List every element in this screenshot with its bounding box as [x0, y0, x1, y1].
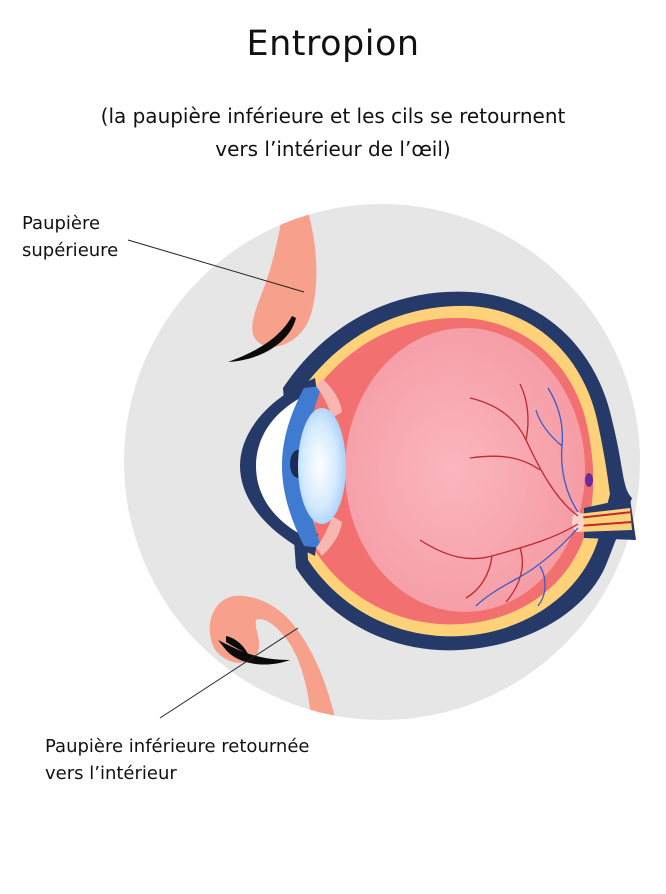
subtitle-line-1: (la paupière inférieure et les cils se r… — [100, 104, 566, 128]
vitreous-body — [345, 328, 585, 612]
lower-eyelid-leader — [159, 627, 299, 719]
upper-eyelid-leader — [127, 239, 305, 293]
lower-eyelid — [209, 595, 340, 720]
retinal-vessels-red — [419, 383, 579, 603]
upper-eyelid — [252, 204, 317, 347]
upper-eyelid-label: Paupière supérieure — [22, 210, 118, 264]
page-title: Entropion — [246, 24, 420, 64]
upper-eyelid-label-line-1: Paupière — [22, 213, 101, 234]
macula — [585, 473, 593, 487]
subtitle-line-2: vers l’intérieur de l’œil) — [215, 137, 451, 161]
lower-eyelid-label-line-2: vers l’intérieur — [45, 763, 177, 784]
cornea — [240, 378, 318, 556]
optic-vessel-red-1 — [577, 511, 633, 519]
lower-eyelid-label: Paupière inférieure retournée vers l’int… — [45, 733, 310, 787]
lower-eyelash — [218, 636, 290, 665]
upper-eyelash — [228, 316, 296, 362]
upper-eyelid-label-line-2: supérieure — [22, 240, 119, 261]
lens — [298, 408, 346, 524]
optic-vessel-red-2 — [577, 521, 633, 527]
optic-disc — [572, 512, 584, 532]
subtitle: (la paupière inférieure et les cils se r… — [0, 100, 666, 166]
lower-eyelid-label-line-1: Paupière inférieure retournée — [45, 736, 310, 757]
retinal-vessels-blue — [475, 387, 579, 607]
